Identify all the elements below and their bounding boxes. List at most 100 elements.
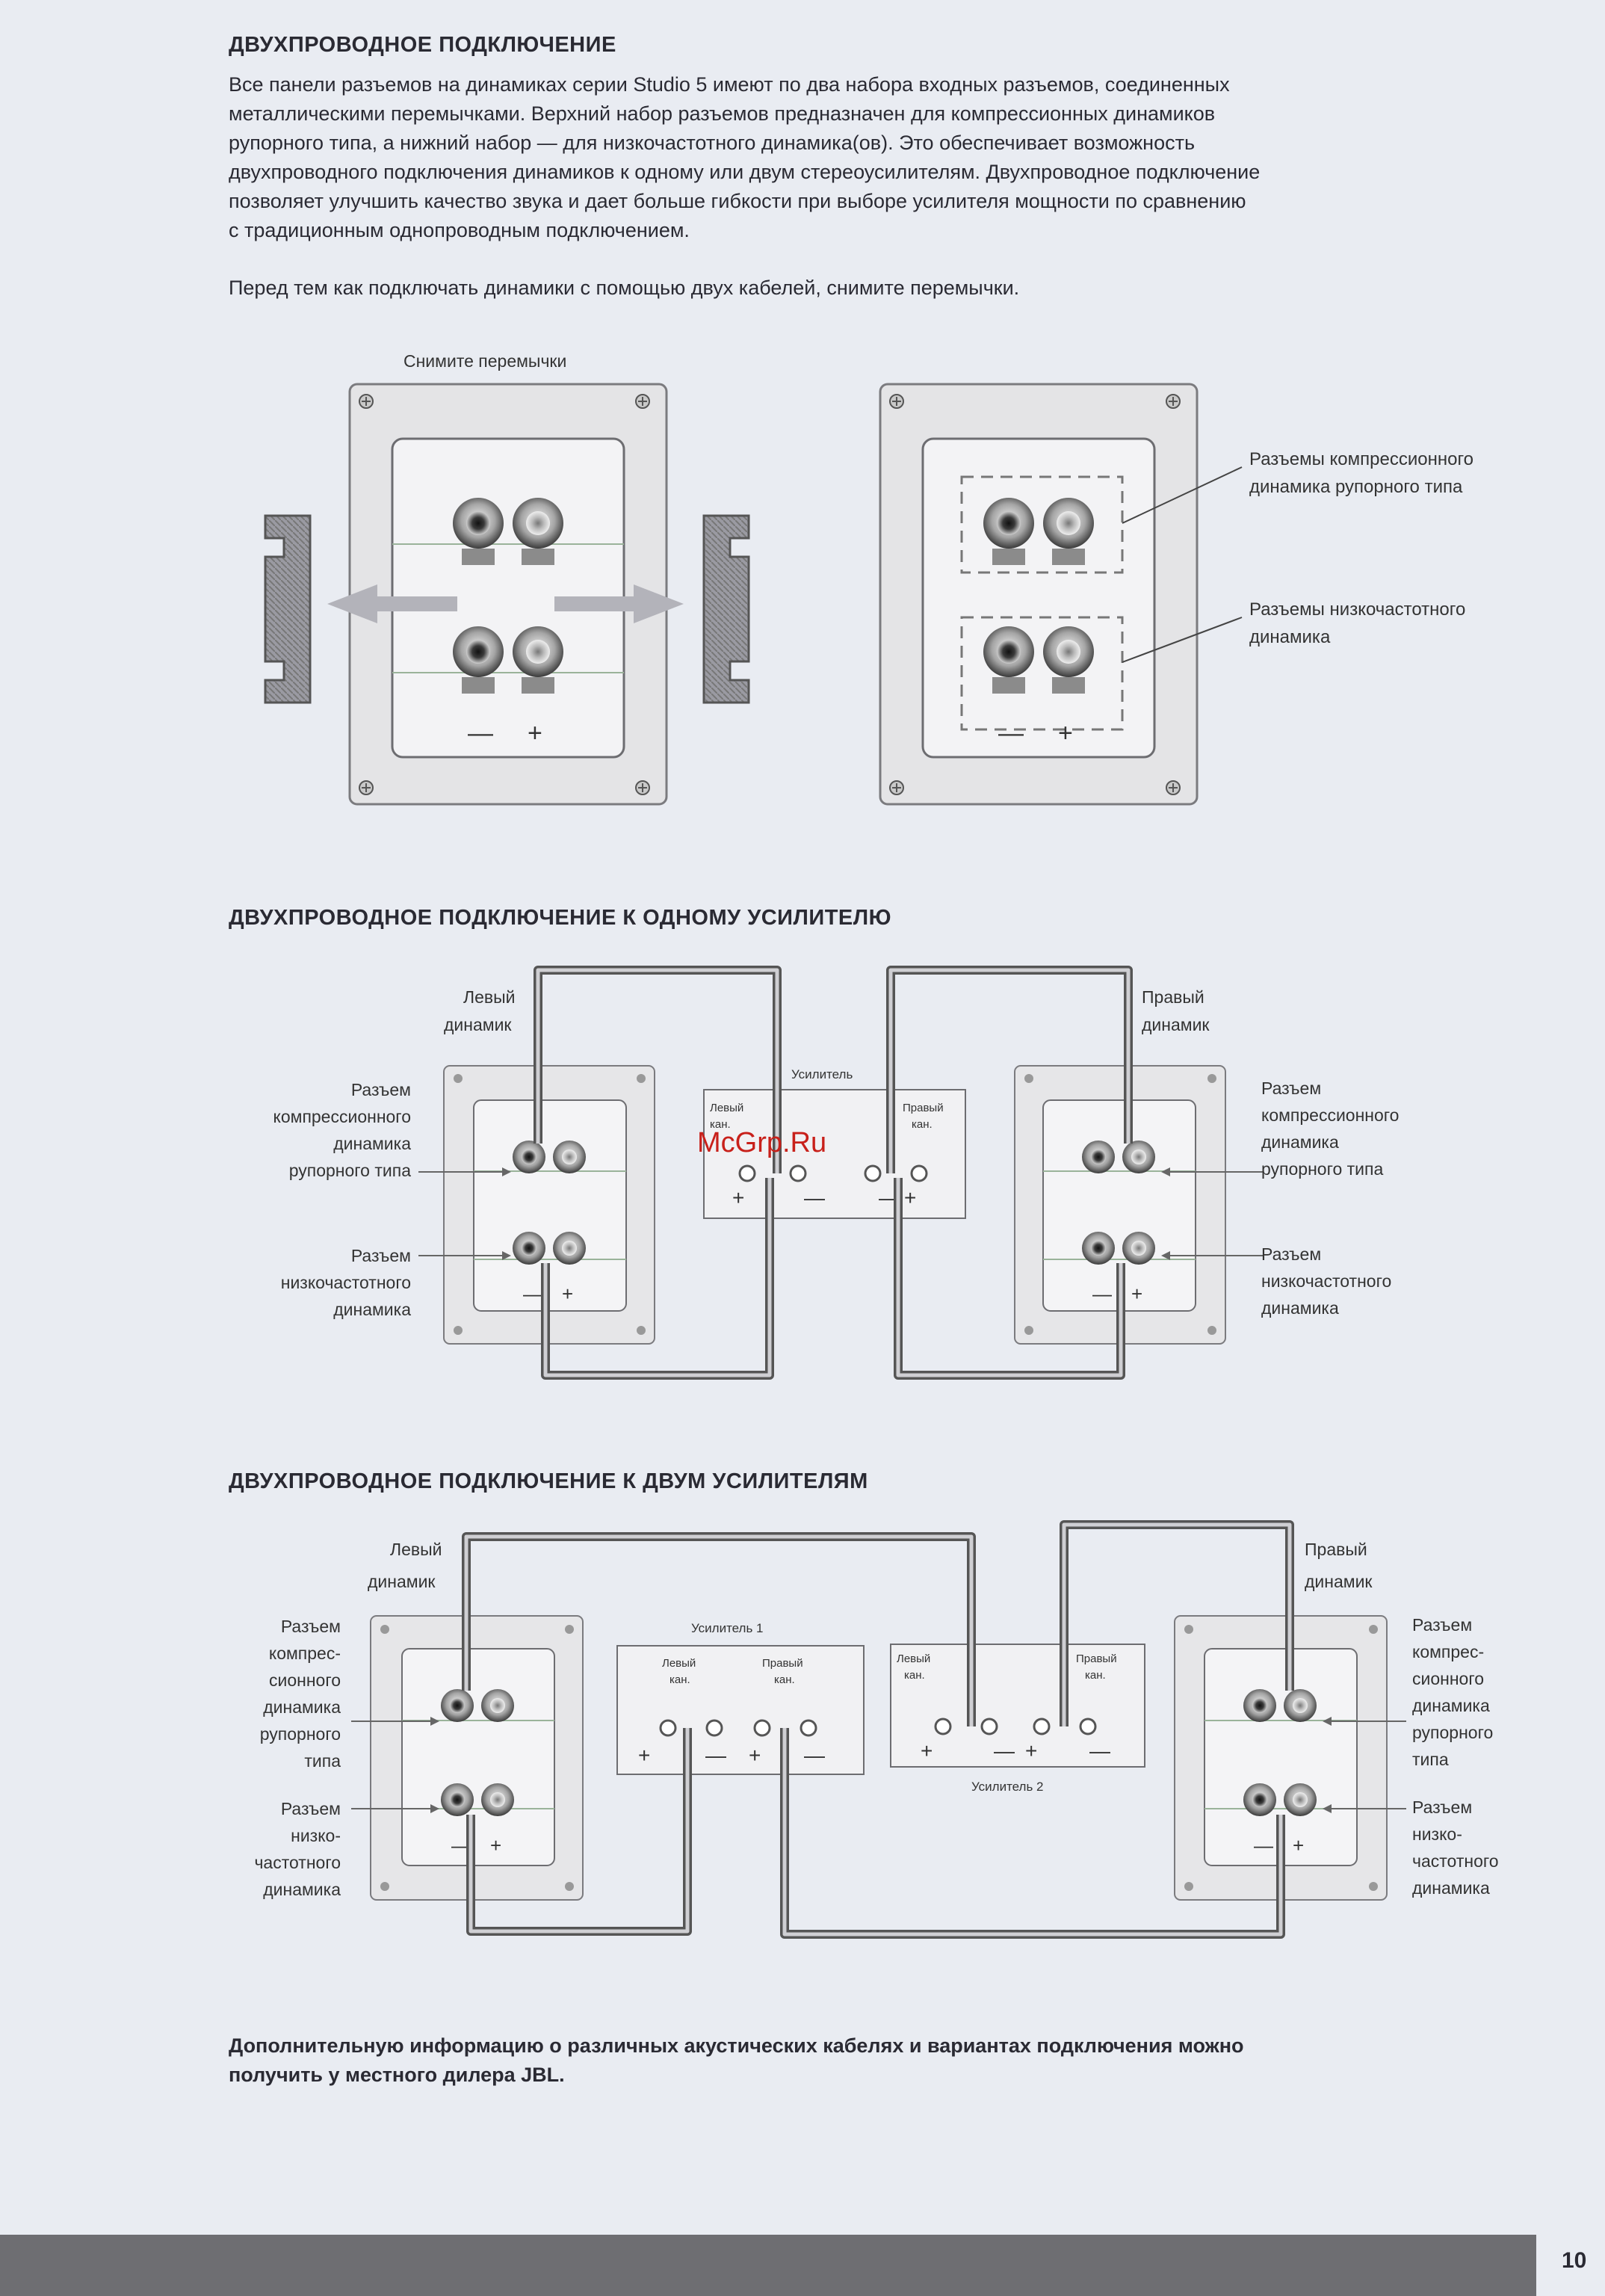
left-comp-label: динамика: [263, 1697, 341, 1717]
amplifier-box: Усилитель Левый кан. Правый кан. + — — +: [703, 1067, 966, 1219]
footer-note-line: получить у местного дилера JBL.: [229, 2064, 565, 2086]
lowfreq-terminals-label: Разъемы низкочастотного: [1249, 599, 1465, 620]
amp1-label: Усилитель 1: [691, 1621, 764, 1635]
plus-sign: +: [638, 1744, 650, 1767]
right-comp-label: типа: [1412, 1750, 1449, 1769]
terminal-icon: [513, 1141, 545, 1173]
minus-sign: —: [804, 1744, 825, 1767]
terminal-icon: [1082, 1141, 1115, 1173]
right-speaker-label-line: Правый: [1305, 1540, 1367, 1559]
terminal-icon: [481, 1689, 514, 1722]
speaker-cable: [462, 1520, 1294, 1939]
lowfreq-terminals-label: динамика: [1249, 627, 1331, 647]
right-speaker-panel: — +: [1174, 1615, 1388, 1901]
right-speaker-label-line: динамик: [1305, 1572, 1373, 1591]
terminal-icon: [513, 498, 563, 565]
minus-sign: —: [523, 1283, 542, 1305]
right-terminal-panel: — +: [879, 383, 1243, 806]
terminal-icon: [441, 1783, 474, 1816]
jumper-bar-icon: [702, 514, 750, 704]
right-speaker-panel: — +: [1014, 1065, 1226, 1345]
screw-icon: [635, 394, 650, 409]
right-speaker-label-line: динамик: [1142, 1015, 1210, 1034]
right-channel-label: Правый: [762, 1657, 803, 1670]
remove-jumpers-label: Снимите перемычки: [403, 351, 566, 371]
speaker-cable: [534, 966, 1133, 1380]
terminal-icon: [513, 626, 563, 694]
right-channel-label: кан.: [1085, 1669, 1106, 1682]
terminal-icon: [1284, 1783, 1317, 1816]
right-speaker-label: Правый динамик: [1142, 987, 1210, 1034]
screw-icon: [635, 780, 650, 795]
right-channel-label: Правый: [1076, 1652, 1117, 1665]
left-comp-label: Разъем: [351, 1080, 411, 1099]
right-comp-label: сионного: [1412, 1669, 1484, 1688]
left-comp-label: компрес-: [269, 1644, 341, 1663]
plus-sign: +: [732, 1186, 744, 1209]
section-heading-two-amps: ДВУХПРОВОДНОЕ ПОДКЛЮЧЕНИЕ К ДВУМ УСИЛИТЕ…: [229, 1469, 868, 1493]
minus-sign: —: [1254, 1834, 1273, 1857]
terminal-icon: [553, 1232, 586, 1265]
intro-line: металлическими перемычками. Верхний набо…: [229, 102, 1216, 125]
intro-line: двухпроводного подключения динамиков к о…: [229, 161, 1261, 183]
intro-paragraph: Все панели разъемов на динамиках серии S…: [229, 70, 1566, 245]
amplifier-1-box: Усилитель 1 Левый кан. Правый кан. + — +…: [616, 1621, 865, 1775]
terminal-icon: [1284, 1689, 1317, 1722]
amplifier-2-box: Усилитель 2 Левый кан. Правый кан. + — +…: [890, 1644, 1145, 1794]
screw-icon: [359, 780, 374, 795]
terminal-icon: [553, 1141, 586, 1173]
page-number: 10: [1562, 2248, 1587, 2273]
right-low-label: частотного: [1412, 1851, 1499, 1871]
right-comp-label: динамика: [1261, 1132, 1339, 1152]
left-speaker-label-line: динамик: [368, 1572, 436, 1591]
plus-sign: +: [490, 1834, 501, 1857]
screw-icon: [359, 394, 374, 409]
left-channel-label: кан.: [669, 1673, 690, 1686]
section-heading-one-amp: ДВУХПРОВОДНОЕ ПОДКЛЮЧЕНИЕ К ОДНОМУ УСИЛИ…: [229, 906, 892, 930]
left-channel-label: Левый: [662, 1657, 696, 1670]
screw-icon: [889, 394, 904, 409]
minus-sign: —: [994, 1739, 1015, 1762]
plus-sign: +: [1131, 1283, 1142, 1305]
left-terminal-panel: — +: [348, 383, 668, 806]
watermark: McGrp.Ru: [697, 1127, 827, 1158]
right-low-label: Разъем: [1261, 1244, 1321, 1264]
minus-sign: —: [1092, 1283, 1112, 1305]
right-low-label: динамика: [1412, 1878, 1490, 1898]
footer-note-line: Дополнительную информацию о различных ак…: [229, 2034, 1244, 2057]
left-low-label: низкочастотного: [281, 1273, 411, 1292]
intro-line: Все панели разъемов на динамиках серии S…: [229, 73, 1230, 96]
right-channel-label: кан.: [912, 1118, 933, 1131]
right-speaker-label-line: Правый: [1142, 987, 1204, 1007]
left-comp-label: Разъем: [281, 1617, 341, 1636]
left-channel-label: кан.: [710, 1118, 731, 1131]
left-low-label: Разъем: [281, 1799, 341, 1818]
right-comp-label: рупорного: [1412, 1723, 1493, 1742]
plus-sign: +: [1293, 1834, 1304, 1857]
terminal-icon: [481, 1783, 514, 1816]
left-low-label: динамика: [333, 1300, 411, 1319]
screw-icon: [1166, 780, 1181, 795]
minus-sign: —: [468, 719, 493, 747]
right-speaker-label: Правый динамик: [1305, 1540, 1373, 1591]
terminal-icon: [1082, 1232, 1115, 1265]
left-speaker-panel: — +: [370, 1615, 584, 1901]
right-comp-label: компрес-: [1412, 1642, 1484, 1661]
section-heading-biwiring: ДВУХПРОВОДНОЕ ПОДКЛЮЧЕНИЕ: [229, 33, 616, 57]
terminal-icon: [1122, 1232, 1155, 1265]
terminal-icon: [983, 626, 1034, 694]
amplifier-label: Усилитель: [791, 1067, 853, 1081]
terminal-icon: [1243, 1689, 1276, 1722]
left-comp-label: динамика: [333, 1134, 411, 1153]
arrow-left-icon: [327, 584, 457, 623]
left-speaker-label-line: динамик: [444, 1015, 512, 1034]
left-low-label: динамика: [263, 1880, 341, 1899]
left-low-label: Разъем: [351, 1246, 411, 1265]
right-comp-label: динамика: [1412, 1696, 1490, 1715]
terminal-icon: [1122, 1141, 1155, 1173]
right-comp-label: Разъем: [1261, 1078, 1321, 1098]
footer-note: Дополнительную информацию о различных ак…: [229, 2031, 1566, 2090]
left-channel-label: Левый: [897, 1652, 930, 1665]
intro-line: рупорного типа, а нижний набор — для низ…: [229, 132, 1196, 154]
